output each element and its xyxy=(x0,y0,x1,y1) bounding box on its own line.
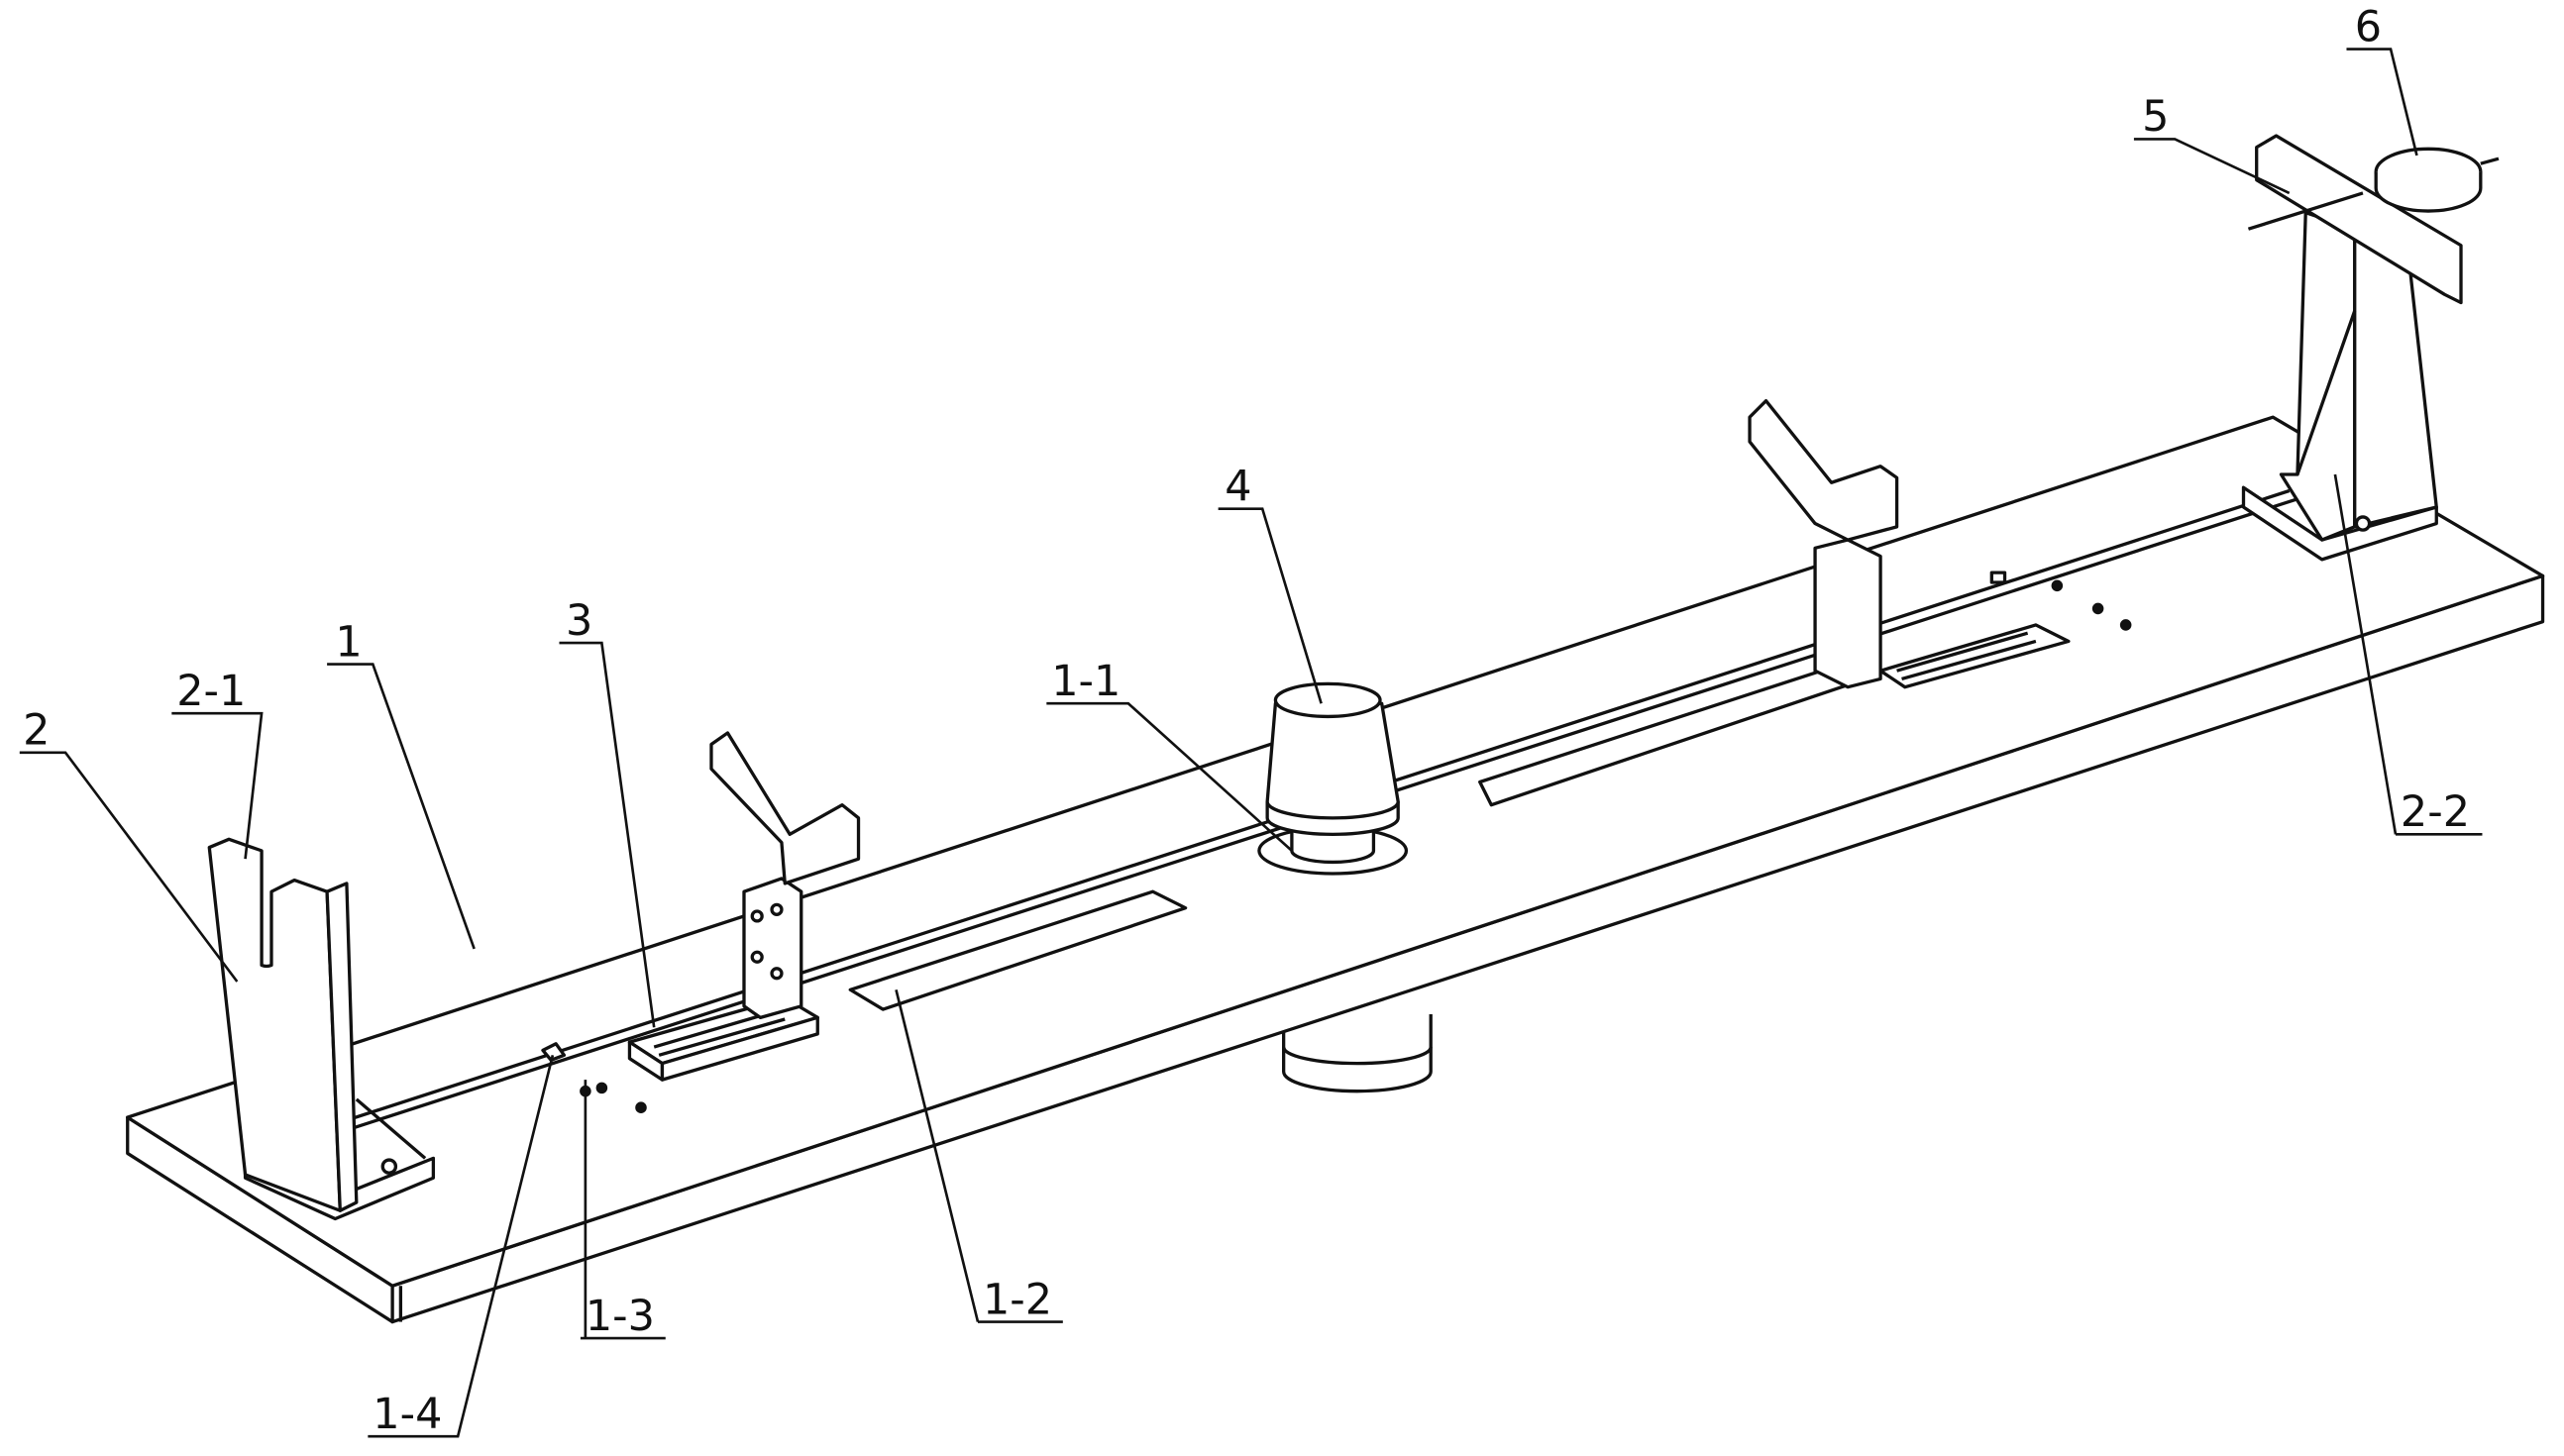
label-1-4: 1-4 xyxy=(373,1390,442,1439)
label-1-3: 1-3 xyxy=(586,1292,655,1341)
label-1: 1 xyxy=(335,617,362,667)
label-6: 6 xyxy=(2355,2,2382,52)
label-2-1: 2-1 xyxy=(176,667,246,716)
label-2: 2 xyxy=(23,706,50,756)
label-1-1: 1-1 xyxy=(1051,657,1121,706)
label-2-2: 2-2 xyxy=(2401,787,2470,837)
label-1-2: 1-2 xyxy=(983,1275,1052,1324)
cone-part xyxy=(1259,683,1407,874)
label-5: 5 xyxy=(2142,92,2169,142)
label-4: 4 xyxy=(1225,462,1251,511)
label-3: 3 xyxy=(566,596,592,646)
